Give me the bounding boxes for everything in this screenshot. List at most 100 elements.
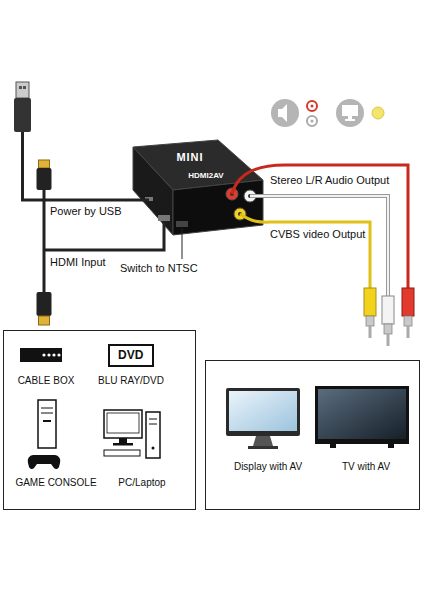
pc-icon-part (113, 443, 133, 446)
yellow-video-cable-part (366, 316, 374, 326)
hdmi-cable-part (39, 316, 50, 325)
video-icon (336, 99, 364, 127)
node-text: MINI (176, 151, 203, 164)
cable-box-icon-part (52, 353, 55, 356)
tv-icon-part (315, 386, 409, 444)
tv-icon-part (388, 444, 394, 448)
game-console-icon-part (38, 400, 56, 448)
tv-icon (315, 386, 409, 448)
yellow-video-cable-part (240, 214, 370, 288)
pc-icon-part (149, 424, 157, 425)
node-text: CABLE BOX (18, 375, 75, 387)
pc-icon-part (104, 410, 142, 438)
cable-box-icon-part (57, 353, 60, 356)
game-console-icon (28, 400, 61, 469)
source-panel: DVD CABLE BOX BLU RAY/DVD GAME CONSOLE PC/La… (3, 330, 196, 510)
yellow-video-cable-part (364, 288, 376, 316)
callout-label: Stereo L/R Audio Output (270, 174, 389, 187)
callout-label: HDMI Input (50, 256, 106, 269)
yellow-jack-part (238, 212, 242, 216)
node-text: GAME CONSOLE (15, 477, 96, 489)
cable-box-icon (20, 348, 62, 362)
node-text: BLU RAY/DVD (98, 375, 164, 387)
hdmi-port (158, 215, 170, 221)
red-audio-cable-part (232, 165, 408, 288)
red-jack-part (230, 192, 234, 196)
cable-box-icon-part (20, 348, 62, 362)
game-console-icon-part (41, 408, 53, 409)
pc-icon-part (119, 438, 127, 443)
dvd-badge: DVD (108, 344, 154, 367)
audio-jack-symbol-part (311, 105, 314, 108)
callout-label: Switch to NTSC (120, 262, 198, 275)
usb-cable (14, 82, 149, 200)
red-audio-cable-part (404, 316, 412, 326)
audio-icon (271, 99, 299, 127)
white-jack-part (248, 194, 252, 198)
monitor-icon-part (229, 391, 297, 431)
usb-port (145, 197, 153, 201)
tv-icon-part (318, 389, 406, 439)
pc-icon-part (149, 419, 157, 420)
white-audio-cable-part (384, 324, 392, 334)
hdmi-cable-part (44, 221, 164, 250)
tv-icon-part (330, 444, 336, 448)
video-icon-part (342, 105, 358, 116)
red-audio-cable (232, 165, 414, 338)
yellow-video-cable-part (369, 326, 372, 338)
converter-box: MINIHDMI2AV (118, 135, 268, 240)
node-text: DVD (118, 348, 143, 362)
usb-cable-part (19, 86, 22, 89)
pc-icon (104, 410, 160, 458)
game-console-icon-part (28, 455, 61, 469)
red-jack (226, 188, 238, 200)
red-audio-cable-part (407, 326, 410, 338)
red-jack-part (226, 188, 238, 200)
pc-icon-part (146, 412, 160, 458)
video-icon-part (345, 119, 355, 121)
white-audio-cable-part (382, 296, 394, 324)
leader-line (182, 228, 183, 259)
white-jack-part (244, 190, 256, 202)
hdmi-cable-part (39, 160, 50, 168)
converter-shape (118, 135, 268, 240)
hdmi-cable-part (37, 168, 52, 190)
monitor-icon-part (253, 436, 273, 446)
node-text: Display with AV (234, 461, 302, 473)
yellow-jack-part (234, 208, 246, 220)
game-console-icon-part (41, 413, 53, 414)
white-audio-cable-part (387, 334, 390, 346)
white-audio-cable-part (250, 196, 388, 296)
monitor-icon-part (226, 388, 300, 436)
video-jack-symbol-part (372, 107, 384, 119)
white-audio-cable-part (250, 196, 388, 296)
pc-icon-part (152, 447, 155, 450)
yellow-video-cable (240, 214, 376, 338)
cable-box-icon-part (47, 353, 50, 356)
monitor-icon (226, 388, 300, 449)
game-console-icon-part (43, 420, 51, 422)
hdmi-cable-part (43, 190, 46, 292)
audio-icon-part (278, 104, 287, 122)
callout-label: Power by USB (50, 205, 122, 218)
cable-box-icon-part (42, 353, 45, 356)
red-audio-cable-part (402, 288, 414, 316)
audio-jack-symbol (307, 101, 317, 126)
callout-label: CVBS video Output (270, 228, 365, 241)
video-icon-part (348, 116, 352, 119)
display-panel: Display with AV TV with AV (205, 360, 420, 510)
white-audio-cable (250, 196, 394, 346)
audio-jack-symbol-part (311, 120, 314, 123)
node-text: TV with AV (342, 461, 390, 473)
video-jack-symbol (372, 107, 384, 119)
front-face (173, 180, 263, 235)
video-icon-part (336, 99, 364, 127)
yellow-jack (234, 208, 246, 220)
node-text: PC/Laptop (118, 477, 165, 489)
pc-icon-part (104, 450, 140, 456)
usb-cable-part (14, 98, 31, 132)
ntsc-switch (176, 221, 188, 227)
pc-icon-part (107, 413, 139, 433)
